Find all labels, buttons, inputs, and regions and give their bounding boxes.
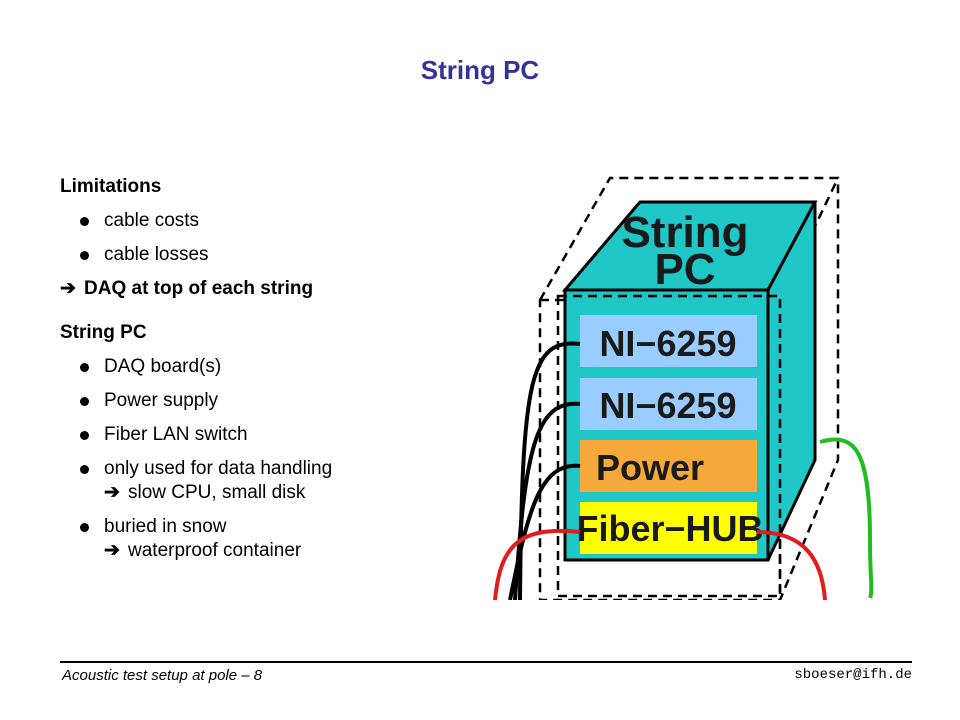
sub-line: ➔waterproof container (104, 540, 302, 561)
bullet-icon (80, 363, 89, 372)
module-ni6259-1-label: NI−6259 (599, 323, 736, 364)
sub-line: ➔slow CPU, small disk (104, 482, 306, 503)
black-cables (508, 341, 581, 600)
bullet-icon (80, 397, 89, 406)
arrow-icon: ➔ (104, 540, 120, 561)
limitations-heading: Limitations (60, 176, 162, 197)
module-ni6259-2 (580, 378, 757, 430)
module-ni6259-2-label: NI−6259 (599, 385, 736, 426)
arrow-icon: ➔ (60, 278, 76, 299)
list-item: Fiber LAN switch (60, 423, 460, 447)
bullet-icon (80, 217, 89, 226)
box-label-line1: String (621, 208, 748, 257)
list-item: DAQ board(s) (60, 355, 460, 379)
string-pc-heading: String PC (60, 322, 147, 343)
list-item: buried in snow ➔waterproof container (60, 515, 460, 563)
list-item: cable losses (60, 243, 460, 267)
slide-title: String PC (420, 55, 540, 85)
module-fiber-hub (580, 502, 757, 554)
conclusion-line: ➔DAQ at top of each string (60, 278, 314, 299)
bullet-icon (80, 465, 89, 474)
bullet-icon (80, 523, 89, 532)
footer-slide-label: Acoustic test setup at pole – 8 (62, 667, 263, 684)
footer-email: sboeser@ifh.de (794, 667, 912, 683)
module-fiber-hub-label: Fiber−HUB (576, 508, 763, 549)
green-cable (819, 437, 874, 599)
arrow-icon: ➔ (104, 482, 120, 503)
string-pc-diagram: String PC NI−6259 NI−6259 Power Fiber−HU… (493, 176, 874, 600)
front-dashed-outline (556, 294, 782, 598)
list-item: cable costs (60, 209, 460, 233)
list-item: only used for data handling ➔slow CPU, s… (60, 457, 460, 505)
box-label-line2: PC (654, 245, 715, 294)
bullet-icon (80, 431, 89, 440)
list-item: Power supply (60, 389, 460, 413)
bullet-content: Limitations cable costs cable losses ➔DA… (60, 175, 460, 573)
red-cables (493, 528, 827, 600)
footer-divider (60, 661, 912, 663)
module-ni6259-1 (580, 315, 757, 367)
module-power-label: Power (596, 447, 704, 488)
module-power (580, 440, 757, 492)
bullet-icon (80, 251, 89, 260)
